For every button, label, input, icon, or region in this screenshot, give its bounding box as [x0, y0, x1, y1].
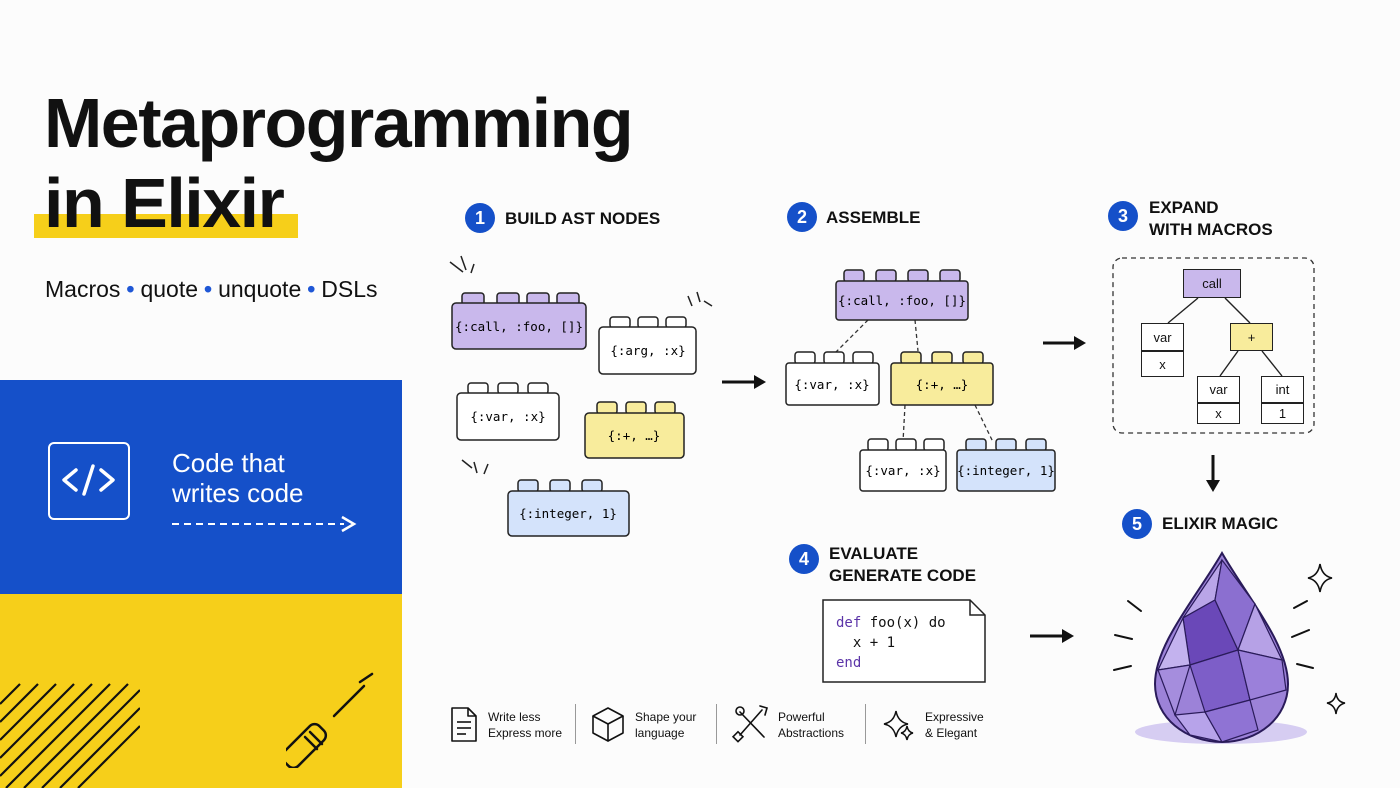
- title-highlight: [34, 214, 298, 238]
- subtitle-item: unquote: [218, 276, 302, 302]
- brick-var: {:var, :x}: [456, 382, 560, 441]
- divider: [716, 704, 717, 744]
- step-4-label-line-2: GENERATE CODE: [829, 566, 977, 585]
- code-block: def foo(x) do x + 1 end: [836, 613, 946, 673]
- step-4-label: EVALUATE GENERATE CODE: [829, 543, 976, 587]
- brick-integer: {:integer, 1}: [507, 479, 630, 537]
- blue-panel: [0, 380, 402, 594]
- code-text: x + 1: [836, 635, 896, 651]
- assembled-var-2: {:var, :x}: [859, 438, 947, 492]
- divider: [865, 704, 866, 744]
- document-icon: [451, 707, 477, 742]
- feature-write-less: Write less Express more: [488, 709, 562, 741]
- yellow-panel: [0, 594, 402, 788]
- step-2-label: ASSEMBLE: [826, 208, 921, 227]
- step-5-badge: 5: [1122, 509, 1152, 539]
- step-4-badge: 4: [789, 544, 819, 574]
- step-5-label: ELIXIR MAGIC: [1162, 514, 1279, 533]
- code-document: [822, 599, 986, 683]
- brick-integer-text: {:integer, 1}: [519, 506, 617, 521]
- code-keyword: def: [836, 615, 862, 631]
- arrow-right-icon: [722, 375, 766, 389]
- sparkle-icon: [883, 710, 914, 741]
- tree-node-x-2: x: [1197, 403, 1240, 424]
- tree-node-one: 1: [1261, 403, 1304, 424]
- feature-powerful-abstractions: Powerful Abstractions: [778, 709, 844, 741]
- assembled-plus-text: {:+, …}: [916, 377, 969, 392]
- macro-expansion-frame: [1112, 257, 1315, 434]
- feature-line: Powerful: [778, 710, 825, 724]
- step-3-badge: 3: [1108, 201, 1138, 231]
- arrow-down-icon: [1206, 455, 1220, 492]
- cube-icon: [592, 707, 624, 742]
- subtitle: Macros•quote•unquote•DSLs: [45, 276, 378, 302]
- tree-node-int: int: [1261, 376, 1304, 403]
- subtitle-item: DSLs: [321, 276, 378, 302]
- feature-expressive-elegant: Expressive & Elegant: [925, 709, 984, 741]
- motion-lines-icon: [687, 291, 713, 307]
- glow-lines: [1113, 600, 1314, 671]
- brick-plus-text: {:+, …}: [608, 428, 661, 443]
- tree-node-plus: +: [1230, 323, 1273, 351]
- assembled-integer-text: {:integer, 1}: [957, 463, 1055, 478]
- feature-line: language: [635, 726, 685, 740]
- code-keyword: end: [836, 655, 862, 671]
- assembled-var-2-text: {:var, :x}: [865, 463, 940, 478]
- code-tag-icon: [48, 442, 130, 520]
- tagline-line-1: Code that: [172, 448, 285, 478]
- brick-arg: {:arg, :x}: [598, 316, 697, 375]
- subtitle-item: quote: [140, 276, 199, 302]
- step-1-badge: 1: [465, 203, 495, 233]
- title-line-2: in Elixir: [44, 164, 285, 242]
- tree-node-call: call: [1183, 269, 1241, 298]
- tools-icon: [731, 705, 768, 743]
- assembled-call-text: {:call, :foo, []}: [838, 293, 966, 308]
- title-line-1: Metaprogramming: [44, 84, 634, 162]
- screwdriver-icon: [286, 672, 374, 768]
- assembly-connectors: [835, 319, 994, 443]
- step-4-label-line-1: EVALUATE: [829, 544, 919, 563]
- brick-var-text: {:var, :x}: [470, 409, 545, 424]
- tree-node-var-2: var: [1197, 376, 1240, 403]
- step-3-label-line-2: WITH MACROS: [1149, 220, 1273, 239]
- step-3-label-line-1: EXPAND: [1149, 198, 1219, 217]
- tree-node-x: x: [1141, 351, 1184, 377]
- sparkle-icon: [1307, 563, 1333, 593]
- tree-edges: [1167, 297, 1283, 377]
- step-3-label: EXPAND WITH MACROS: [1149, 197, 1273, 241]
- assembled-var: {:var, :x}: [785, 351, 880, 406]
- tree-node-var: var: [1141, 323, 1184, 351]
- elixir-drop-icon: [1135, 551, 1307, 744]
- brick-call: {:call, :foo, []}: [451, 292, 587, 350]
- arrow-right-icon: [1030, 629, 1074, 643]
- feature-line: & Elegant: [925, 726, 978, 740]
- feature-line: Write less: [488, 710, 541, 724]
- brick-plus: {:+, …}: [584, 401, 685, 459]
- feature-line: Expressive: [925, 710, 984, 724]
- step-2-badge: 2: [787, 202, 817, 232]
- subtitle-item: Macros: [45, 276, 121, 302]
- hatch-pattern: [0, 683, 140, 788]
- tagline: Code that writes code: [172, 448, 304, 508]
- tagline-line-2: writes code: [172, 478, 304, 508]
- feature-line: Abstractions: [778, 726, 845, 740]
- feature-line: Shape your: [635, 710, 697, 724]
- assembled-plus: {:+, …}: [890, 351, 994, 406]
- dashed-arrow-icon: [172, 515, 357, 533]
- motion-lines-icon: [461, 459, 489, 475]
- assembled-integer: {:integer, 1}: [956, 438, 1056, 492]
- motion-lines-icon: [449, 255, 475, 274]
- assembled-var-text: {:var, :x}: [794, 377, 869, 392]
- step-1-label: BUILD AST NODES: [505, 209, 661, 228]
- brick-arg-text: {:arg, :x}: [610, 343, 685, 358]
- sparkle-icon: [1326, 692, 1346, 715]
- feature-shape-language: Shape your language: [635, 709, 696, 741]
- assembled-call: {:call, :foo, []}: [835, 269, 969, 321]
- brick-call-text: {:call, :foo, []}: [455, 319, 583, 334]
- divider: [575, 704, 576, 744]
- arrow-right-icon: [1043, 336, 1086, 350]
- feature-line: Express more: [488, 726, 563, 740]
- code-text: foo(x) do: [861, 615, 946, 631]
